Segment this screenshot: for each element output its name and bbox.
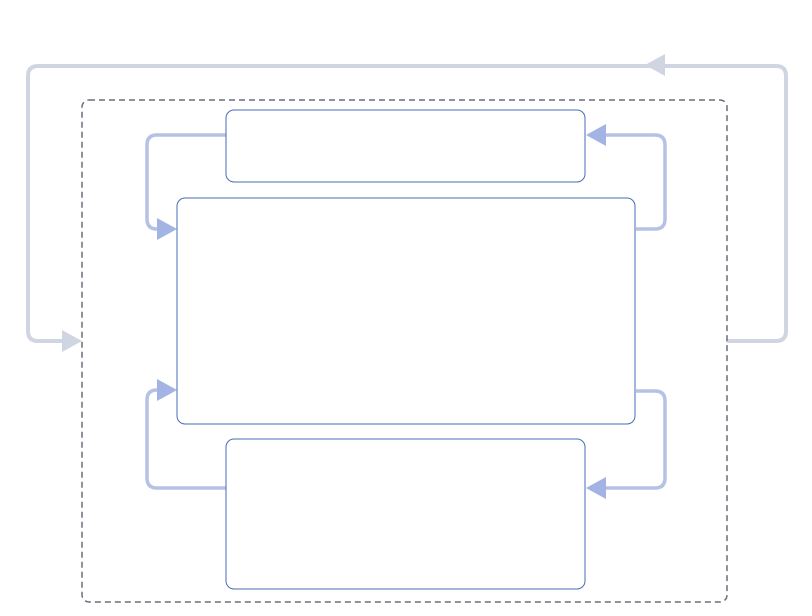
- middle-box[interactable]: [176, 197, 636, 425]
- outer-loop-arrow-head-left: [62, 330, 82, 352]
- outer-feedback-loop: [26, 64, 788, 343]
- arrow-head-middle-to-top: [586, 124, 606, 146]
- loop-middle-to-top: [604, 133, 667, 231]
- arrow-head-middle-to-bottom: [586, 477, 606, 499]
- arrow-head-bottom-to-middle: [157, 379, 177, 401]
- loop-bottom-to-middle: [145, 388, 226, 490]
- arrow-head-top-to-middle: [157, 218, 177, 240]
- outer-loop-arrow-head-top: [645, 54, 665, 76]
- top-box[interactable]: [225, 109, 586, 183]
- bottom-box[interactable]: [225, 438, 586, 590]
- dashed-container: [81, 99, 728, 603]
- loop-top-to-middle: [145, 133, 226, 231]
- loop-middle-to-bottom: [604, 389, 667, 490]
